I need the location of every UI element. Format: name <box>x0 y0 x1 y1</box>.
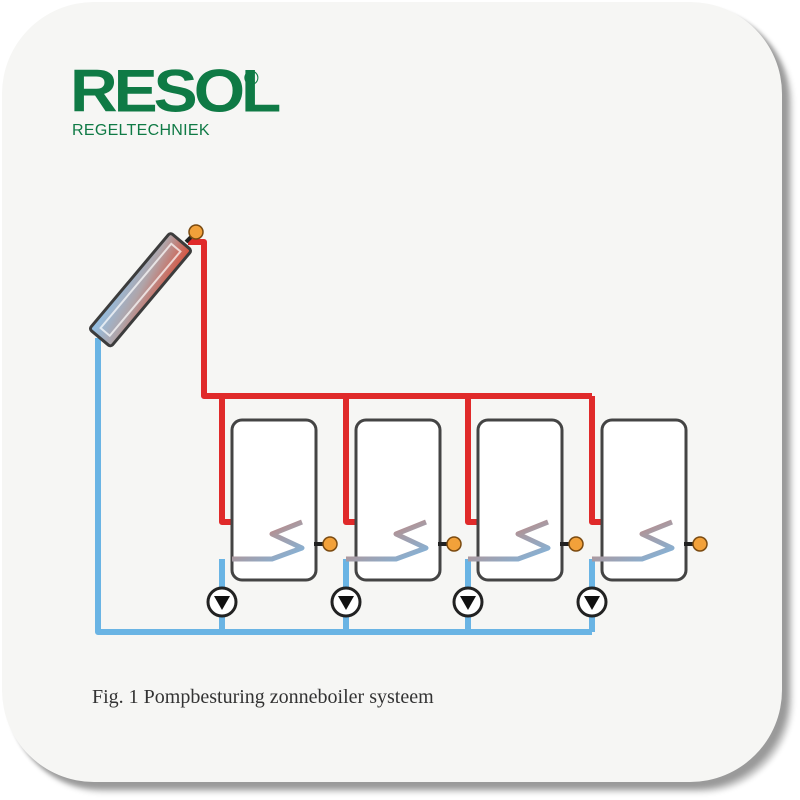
tank-body <box>600 418 688 582</box>
collector-panel-inner <box>99 242 182 338</box>
heat-exchanger-coil <box>592 519 675 562</box>
solar-system-diagram <box>89 224 708 635</box>
resol-logo: RESOL ® REGELTECHNIEK <box>70 56 281 139</box>
logo-wordmark: RESOL <box>70 56 281 125</box>
pump-4 <box>576 586 608 618</box>
collector-panel <box>89 232 192 348</box>
heat-exchanger-coil <box>468 519 551 562</box>
tank-sensor <box>446 536 462 552</box>
collector-return-pipe <box>95 338 592 635</box>
logo-registered-mark: ® <box>244 68 259 90</box>
pump-2 <box>330 586 362 618</box>
figure-caption: Fig. 1 Pompbesturing zonneboiler systeem <box>92 686 434 708</box>
pump-3 <box>452 586 484 618</box>
storage-tank-2 <box>346 418 462 582</box>
storage-tank-4 <box>592 418 708 582</box>
logo-subtitle: REGELTECHNIEK <box>72 122 210 139</box>
storage-tank-1 <box>230 418 338 582</box>
card: RESOL ® REGELTECHNIEK <box>2 2 782 782</box>
collector-sensor <box>188 224 204 240</box>
tank-body <box>354 418 442 582</box>
storage-tank-3 <box>468 418 584 582</box>
tank-body <box>230 418 318 582</box>
tank-sensor <box>692 536 708 552</box>
heat-exchanger-coil <box>232 519 305 562</box>
heat-exchanger-coil <box>346 519 429 562</box>
pump-1 <box>206 586 238 618</box>
tank-body <box>476 418 564 582</box>
collector-flow-pipe <box>188 239 592 399</box>
solar-collector <box>89 224 204 348</box>
tank-sensor <box>322 536 338 552</box>
tank-sensor <box>568 536 584 552</box>
